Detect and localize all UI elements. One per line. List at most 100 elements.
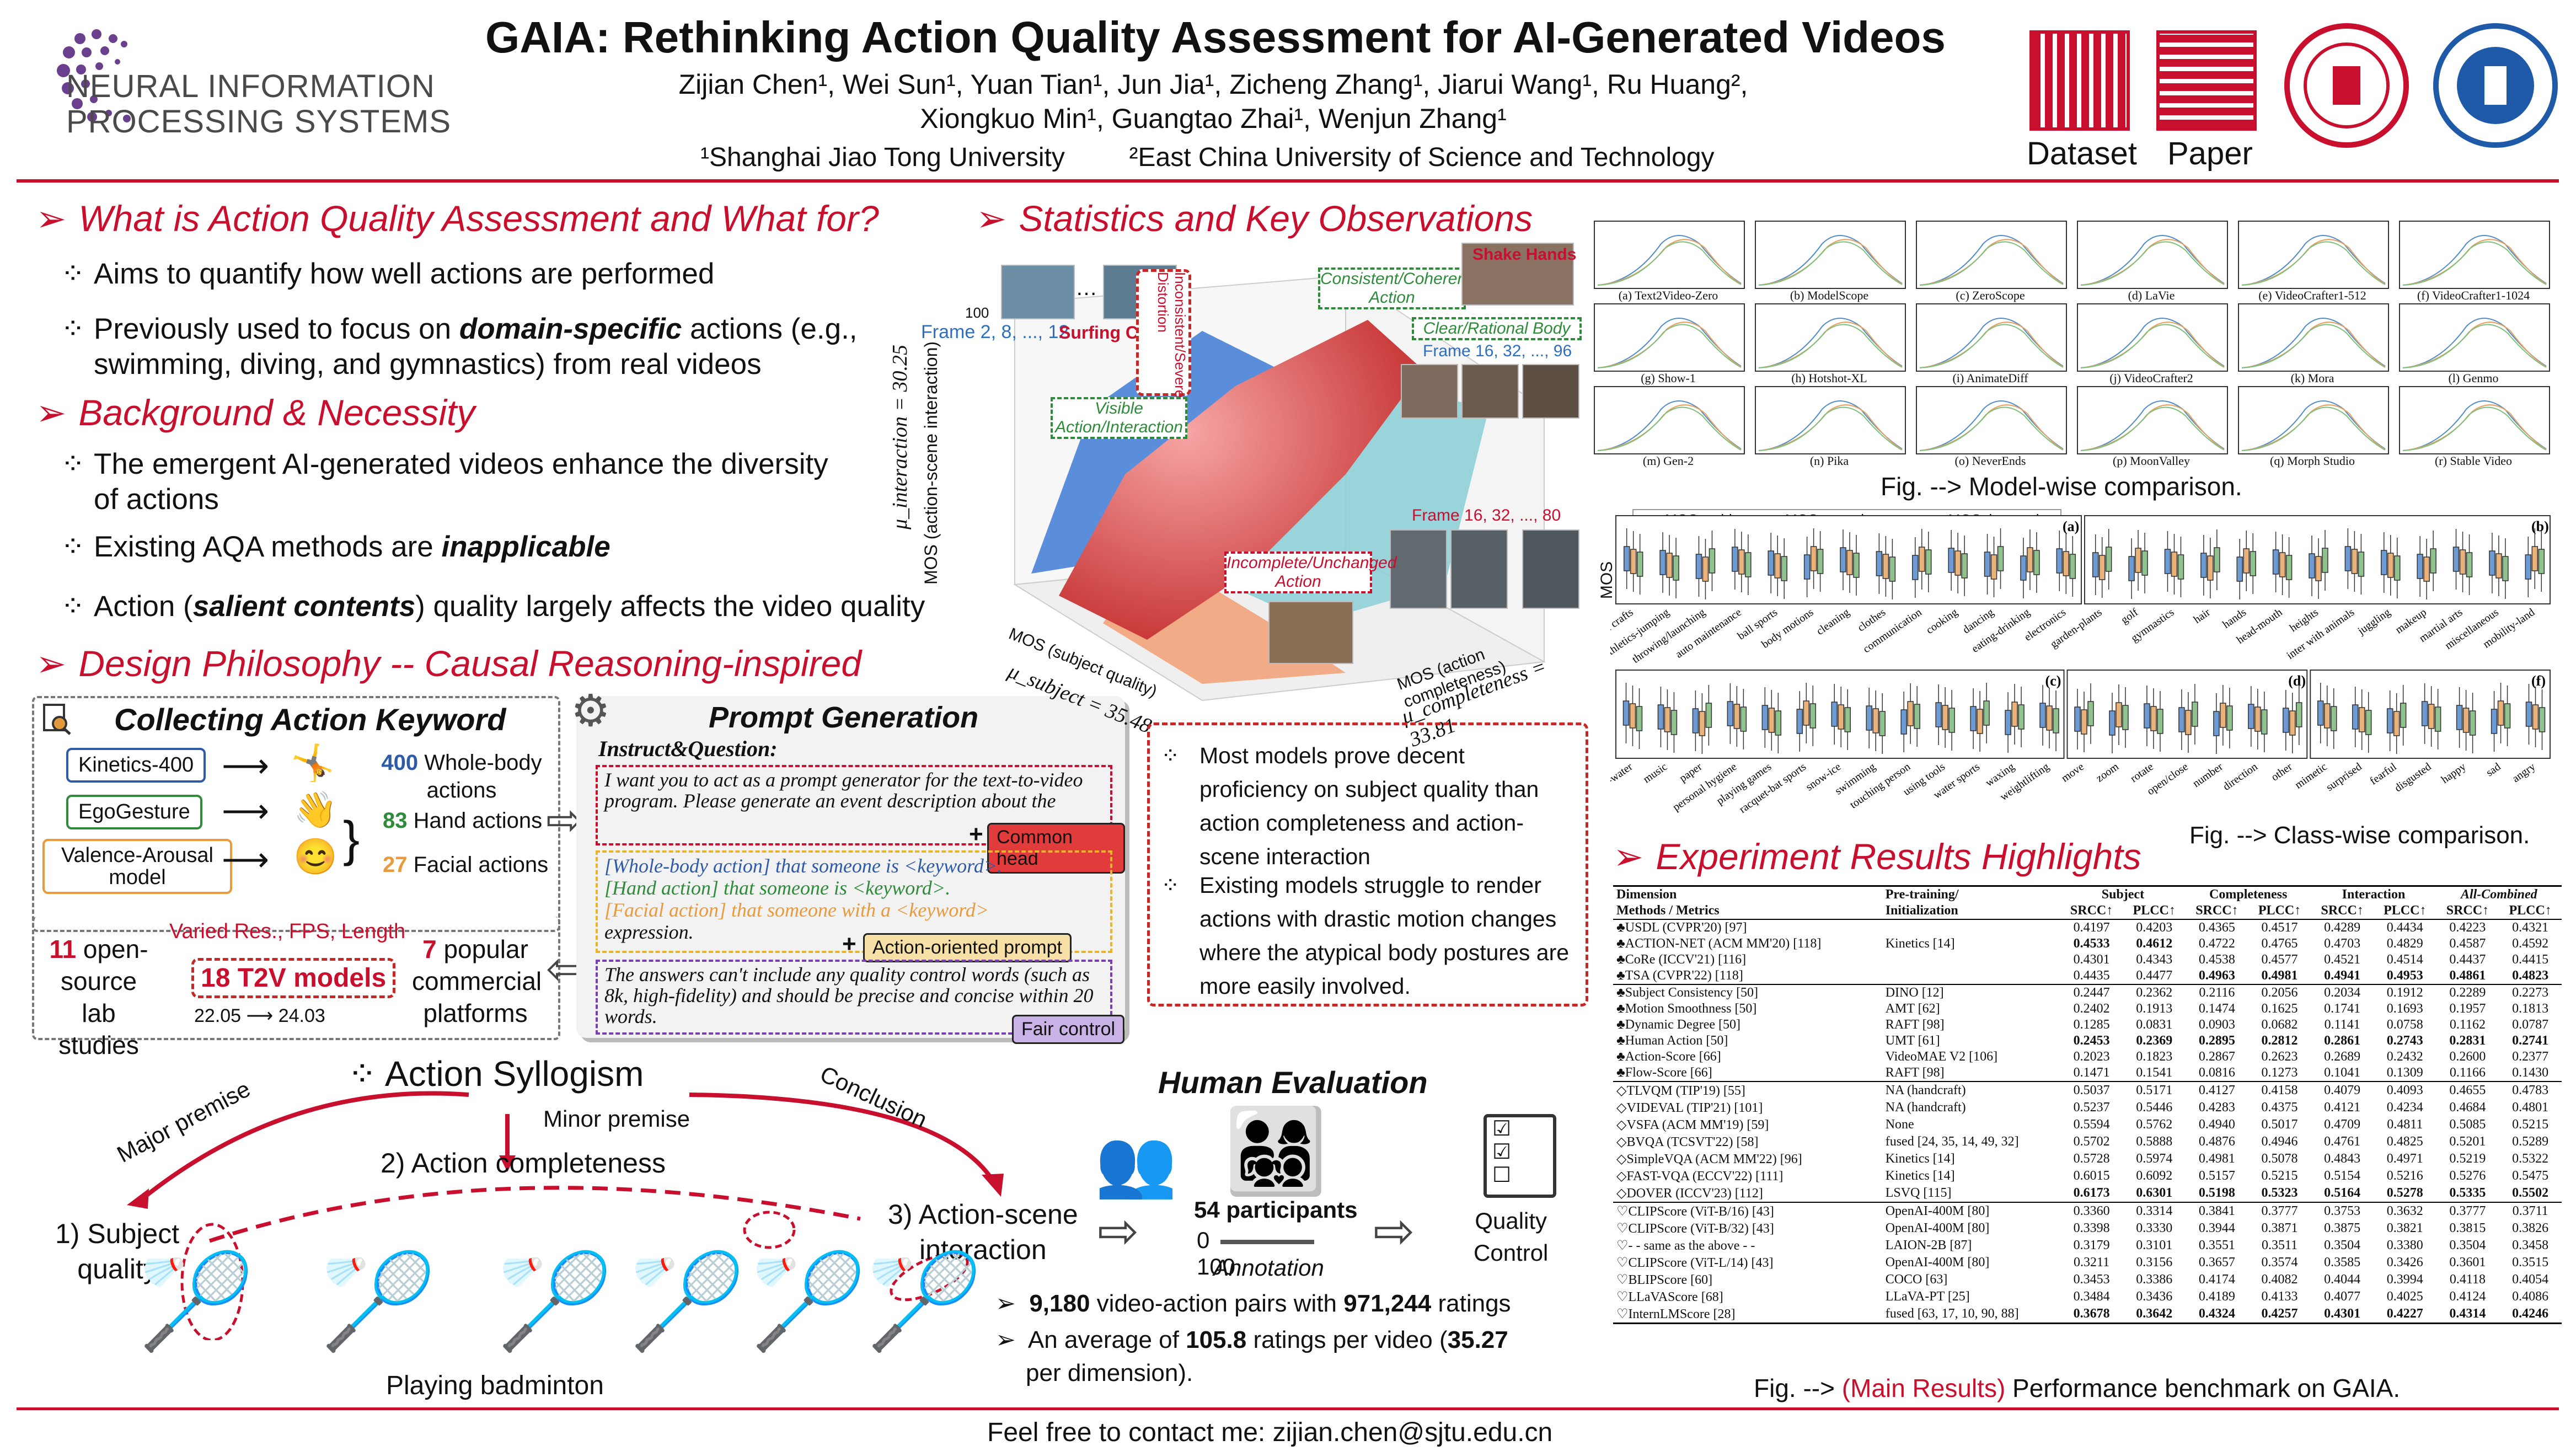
boxplot-box — [2459, 549, 2466, 575]
col-srcc: SRCC↑ — [2195, 903, 2238, 918]
paper-qr-code-icon[interactable] — [2156, 30, 2257, 131]
boxplot-box — [2532, 704, 2539, 730]
model-density-plot — [1755, 303, 1906, 372]
syllogism-caption: Playing badminton — [386, 1371, 604, 1400]
boxplot-box — [2018, 704, 2025, 730]
footer-contact[interactable]: Feel free to contact me: zijian.chen@sjt… — [987, 1418, 1553, 1447]
boxplot-box — [1889, 556, 1896, 582]
boxplot-box — [2531, 546, 2538, 571]
boxplot-box — [1840, 547, 1846, 572]
value-cell: 0.3642 — [2136, 1307, 2173, 1321]
observation-2: ⁘ Existing models struggle to render act… — [1161, 869, 1574, 1003]
method-cell: ♣CoRe (ICCV'21) [116] — [1616, 952, 1747, 967]
boxplot-box — [2497, 700, 2504, 726]
value-cell: 0.4086 — [2512, 1289, 2549, 1304]
dots-icon: ⁘ — [61, 590, 85, 623]
class-label: hair — [2192, 606, 2213, 626]
dashed-arc — [208, 1186, 861, 1243]
boxplot-box — [1838, 704, 1845, 730]
class-label: touching person — [1847, 761, 1913, 811]
section-aqa-title: ➢What is Action Quality Assessment and W… — [36, 198, 879, 239]
dots-icon: ⁘ — [61, 313, 85, 345]
major-arc-head — [127, 1188, 149, 1209]
value-cell: 0.1273 — [2261, 1066, 2298, 1080]
value-cell: 0.4289 — [2324, 920, 2361, 935]
value-cell: 0.4257 — [2261, 1307, 2298, 1321]
value-cell: 0.3711 — [2512, 1204, 2548, 1218]
model-density-plot — [1594, 303, 1745, 372]
model-density-plot — [1916, 386, 2067, 454]
value-cell: 0.4538 — [2198, 952, 2235, 967]
value-cell: 0.4946 — [2261, 1134, 2298, 1149]
dots-icon: ⁘ — [1161, 872, 1180, 898]
value-cell: 0.5446 — [2136, 1100, 2173, 1115]
boxplot-box — [2087, 701, 2094, 726]
boxplot-box — [2122, 705, 2129, 730]
value-cell: 0.2867 — [2198, 1050, 2235, 1064]
model-density-plot — [1594, 221, 1745, 289]
results-table-wrap: Dimension Pre-training/ Subject Complete… — [1613, 885, 2562, 1324]
dataset-qr-code-icon[interactable] — [2029, 30, 2130, 131]
value-cell: 0.4953 — [2386, 968, 2423, 983]
common-head-tag: Common head — [987, 823, 1125, 874]
model-wise-figure: (a) Text2Video-Zero(b) ModelScope(c) Zer… — [1588, 215, 2570, 496]
boxplot-box — [2423, 556, 2430, 582]
boxplot-box — [1907, 701, 1914, 726]
boxplot-box — [1882, 554, 1889, 579]
pretrain-cell: LSVQ [115] — [1885, 1186, 1952, 1200]
value-cell: 0.3994 — [2386, 1272, 2423, 1287]
col-srcc: SRCC↑ — [2446, 903, 2489, 918]
search-document-icon — [43, 704, 71, 735]
thumb-hands-1 — [1401, 364, 1458, 419]
boxplot-box — [2315, 556, 2322, 581]
value-cell: 0.4971 — [2386, 1152, 2423, 1166]
header: NEURAL INFORMATION PROCESSING SYSTEMS GA… — [0, 0, 2576, 182]
plus-icon: + — [969, 821, 983, 848]
model-caption: (l) Genmo — [2448, 371, 2499, 385]
boxplot-box — [2272, 549, 2279, 575]
class-label: disgusted — [2392, 761, 2434, 794]
model-density-plot — [2399, 386, 2550, 454]
pretrain-cell: LLaVA-PT [25] — [1885, 1289, 1970, 1304]
step-1-label: 1) Subject quality — [55, 1218, 180, 1284]
boxplot-box — [1983, 700, 1990, 726]
method-cell: ♣Dynamic Degree [50] — [1616, 1018, 1740, 1032]
value-cell: 0.1166 — [2449, 1066, 2486, 1080]
arrow-icon: ⟶ — [222, 793, 270, 829]
model-caption: (f) VideoCrafter1-1024 — [2417, 288, 2530, 302]
value-cell: 0.4861 — [2449, 968, 2486, 983]
observations-box: ⁘ Most models prove decent proficiency o… — [1147, 722, 1588, 1006]
method-cell: ◇VIDEVAL (TIP'21) [101] — [1616, 1101, 1763, 1115]
table-row: ♣ACTION-NET (ACM MM'20) [118]Kinetics [1… — [1613, 936, 2562, 952]
value-cell: 0.3585 — [2324, 1255, 2361, 1270]
model-caption: (i) AnimateDiff — [1952, 371, 2028, 385]
class-label: zoom — [2094, 761, 2121, 785]
ellipsis-icon: … — [1075, 276, 1097, 300]
boxplot-box — [2417, 554, 2423, 579]
boxplot-box — [1919, 547, 1925, 572]
value-cell: 0.4234 — [2386, 1100, 2423, 1115]
boxplot-box — [1761, 705, 1769, 730]
tick-100: 100 — [965, 304, 989, 321]
prompt-generation-panel: ⚙ Prompt Generation Instruct&Question: I… — [571, 686, 1125, 1044]
value-cell: 0.5702 — [2073, 1134, 2110, 1149]
boxplot-box — [1636, 552, 1643, 577]
value-cell: 0.4197 — [2073, 920, 2110, 935]
boxplot-box — [1740, 706, 1747, 732]
boxplot-box — [2261, 709, 2268, 735]
boxplot-box — [2525, 702, 2532, 727]
value-cell: 0.2623 — [2261, 1050, 2298, 1064]
value-cell: 0.4077 — [2324, 1289, 2361, 1304]
boxplot-box — [1702, 556, 1709, 582]
boxplot-box — [1810, 546, 1817, 571]
value-cell: 0.4082 — [2261, 1272, 2298, 1287]
badminton-player-icon: 🏸 — [866, 1249, 983, 1354]
boxplot-box — [1796, 709, 1803, 734]
value-cell: 0.5216 — [2386, 1169, 2423, 1183]
pretrain-cell: COCO [63] — [1885, 1272, 1948, 1287]
thumb-hands-2 — [1461, 364, 1519, 419]
method-cell: ◇SimpleVQA (ACM MM'22) [96] — [1616, 1152, 1802, 1166]
boxplot-box — [2128, 556, 2135, 581]
boxplot-box — [2489, 550, 2495, 576]
model-density-plot — [2077, 221, 2228, 289]
